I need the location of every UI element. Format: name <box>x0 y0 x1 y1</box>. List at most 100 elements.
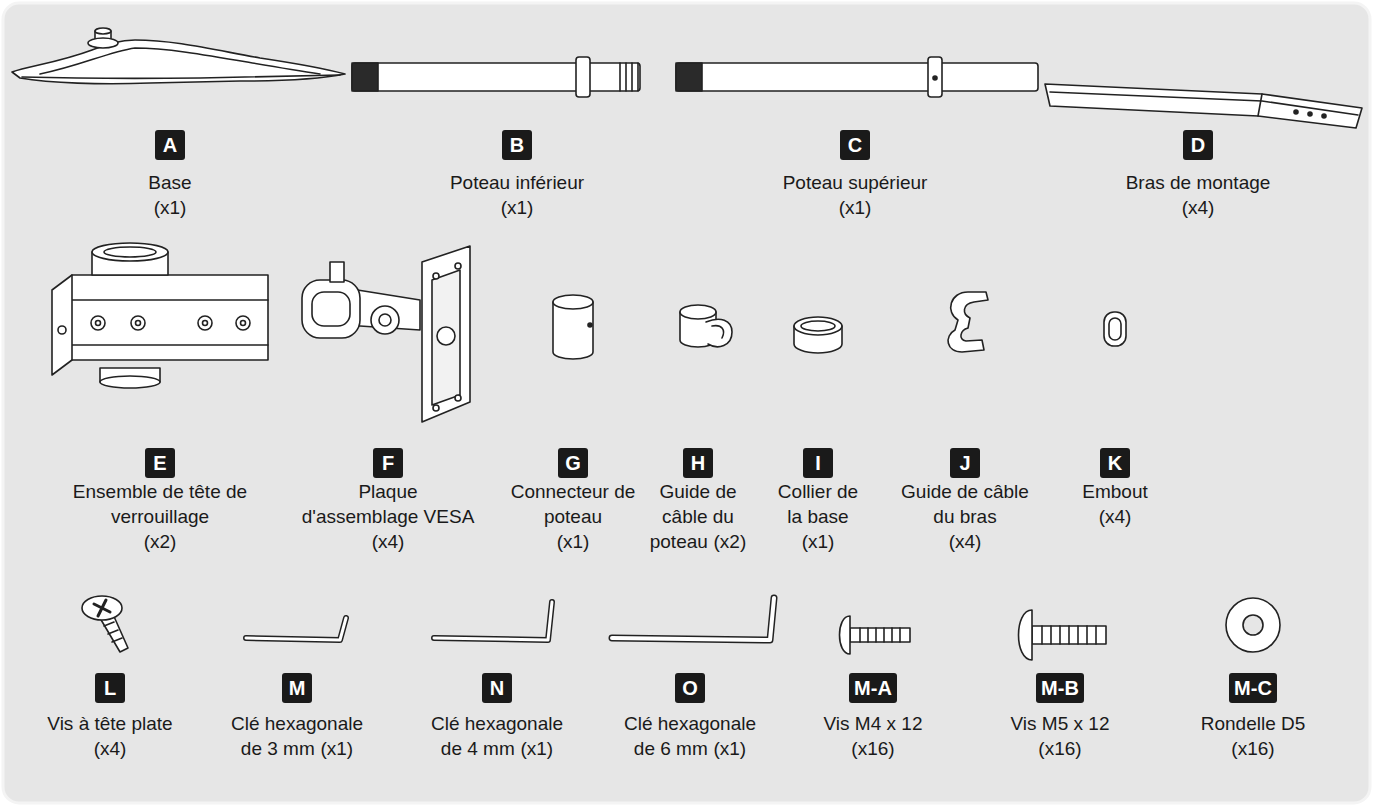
base-drawing <box>12 28 345 84</box>
part-name: Collier de la base <box>770 479 866 529</box>
base-collar-drawing <box>794 317 842 353</box>
part-letter: O <box>675 673 705 703</box>
part-name: Connecteur de poteau <box>506 479 641 529</box>
part-letter: A <box>155 130 185 160</box>
part-quantity: (x1) <box>520 738 553 759</box>
part-caption: Collier de la base(x1) <box>770 479 866 554</box>
part-quantity: (x16) <box>985 736 1135 761</box>
part-item: KEmbout(x4) <box>1065 448 1165 529</box>
part-caption: Clé hexagonale de 6 mm(x1) <box>615 711 765 761</box>
part-quantity: (x4) <box>1088 195 1308 220</box>
part-caption: Guide de câble du bras(x4) <box>895 479 1035 554</box>
part-letter: M-B <box>1036 673 1084 703</box>
part-quantity: (x1) <box>70 195 270 220</box>
pole-connector-drawing <box>553 295 593 359</box>
part-letter: B <box>502 130 532 160</box>
panel-background <box>3 3 1370 803</box>
part-name: Ensemble de tête de verrouillage <box>63 479 258 529</box>
part-letter: J <box>950 448 980 478</box>
part-caption: Connecteur de poteau(x1) <box>506 479 641 554</box>
letter-badge: J <box>895 448 1035 478</box>
part-item: JGuide de câble du bras(x4) <box>895 448 1035 554</box>
part-name: Vis à tête plate <box>25 711 195 736</box>
part-caption: Vis à tête plate(x4) <box>25 711 195 761</box>
part-quantity: (x1) <box>713 738 746 759</box>
letter-badge: K <box>1065 448 1165 478</box>
part-letter: K <box>1100 448 1130 478</box>
part-quantity: (x16) <box>798 736 948 761</box>
part-quantity: (x2) <box>63 529 258 554</box>
part-item: M Clé hexagonale de 3 mm(x1) <box>222 673 372 761</box>
letter-badge: O <box>615 673 765 703</box>
part-letter: C <box>840 130 870 160</box>
part-caption: Vis M4 x 12(x16) <box>798 711 948 761</box>
part-letter: I <box>803 448 833 478</box>
part-caption: Guide de câble du poteau(x2) <box>649 479 747 554</box>
part-item: HGuide de câble du poteau(x2) <box>649 448 747 554</box>
letter-badge: M-B <box>985 673 1135 703</box>
part-item: M-BVis M5 x 12(x16) <box>985 673 1135 761</box>
letter-badge: F <box>301 448 476 478</box>
part-item: FPlaque d'assemblage VESA(x4) <box>301 448 476 554</box>
mounting-arm-drawing <box>1045 84 1362 128</box>
part-quantity: (x16) <box>1178 736 1328 761</box>
part-letter: M-A <box>849 673 897 703</box>
end-cap-drawing <box>1104 312 1126 346</box>
part-quantity: (x2) <box>714 531 747 552</box>
part-caption: Plaque d'assemblage VESA(x4) <box>301 479 476 554</box>
part-caption: Embout(x4) <box>1065 479 1165 529</box>
part-caption: Base(x1) <box>70 170 270 220</box>
letter-badge: E <box>63 448 258 478</box>
part-name: Vis M4 x 12 <box>798 711 948 736</box>
part-name: Base <box>70 170 270 195</box>
letter-badge: M-C <box>1178 673 1328 703</box>
letter-badge: B <box>407 130 627 160</box>
part-item: GConnecteur de poteau(x1) <box>506 448 641 554</box>
part-name: Poteau inférieur <box>407 170 627 195</box>
part-letter: E <box>145 448 175 478</box>
part-name: Rondelle D5 <box>1178 711 1328 736</box>
part-item: A Base(x1) <box>70 130 270 220</box>
letter-badge: L <box>25 673 195 703</box>
part-quantity: (x1) <box>770 529 866 554</box>
part-caption: Rondelle D5(x16) <box>1178 711 1328 761</box>
part-name: Poteau supérieur <box>745 170 965 195</box>
part-caption: Clé hexagonale de 4 mm(x1) <box>422 711 572 761</box>
part-letter: N <box>482 673 512 703</box>
part-caption: Ensemble de tête de verrouillage(x2) <box>63 479 258 554</box>
part-quantity: (x1) <box>745 195 965 220</box>
part-name: Embout <box>1065 479 1165 504</box>
washer-drawing <box>1226 598 1280 652</box>
part-quantity: (x4) <box>25 736 195 761</box>
part-letter: M-C <box>1229 673 1277 703</box>
m4-screw-drawing <box>840 616 911 654</box>
part-caption: Bras de montage(x4) <box>1088 170 1308 220</box>
part-item: EEnsemble de tête de verrouillage(x2) <box>63 448 258 554</box>
hex-key-drawings <box>246 598 774 640</box>
part-caption: Poteau supérieur(x1) <box>745 170 965 220</box>
lock-head-drawing <box>52 243 268 388</box>
part-item: M-C Rondelle D5(x16) <box>1178 673 1328 761</box>
letter-badge: N <box>422 673 572 703</box>
part-caption: Poteau inférieur(x1) <box>407 170 627 220</box>
letter-badge: M <box>222 673 372 703</box>
m5-screw-drawing <box>1019 610 1107 660</box>
part-letter: F <box>373 448 403 478</box>
part-caption: Clé hexagonale de 3 mm(x1) <box>222 711 372 761</box>
letter-badge: C <box>745 130 965 160</box>
part-item: C Poteau supérieur(x1) <box>745 130 965 220</box>
vesa-plate-drawing <box>302 246 470 422</box>
part-quantity: (x4) <box>1065 504 1165 529</box>
part-name: Bras de montage <box>1088 170 1308 195</box>
part-letter: L <box>95 673 125 703</box>
upper-pole-drawing <box>676 57 1038 97</box>
letter-badge: D <box>1088 130 1308 160</box>
part-item: O Clé hexagonale de 6 mm(x1) <box>615 673 765 761</box>
pole-cable-guide-drawing <box>680 305 732 347</box>
lower-pole-drawing <box>352 57 640 97</box>
letter-badge: A <box>70 130 270 160</box>
part-item: D Bras de montage(x4) <box>1088 130 1308 220</box>
part-quantity: (x4) <box>895 529 1035 554</box>
part-item: ICollier de la base(x1) <box>770 448 866 554</box>
part-quantity: (x1) <box>320 738 353 759</box>
